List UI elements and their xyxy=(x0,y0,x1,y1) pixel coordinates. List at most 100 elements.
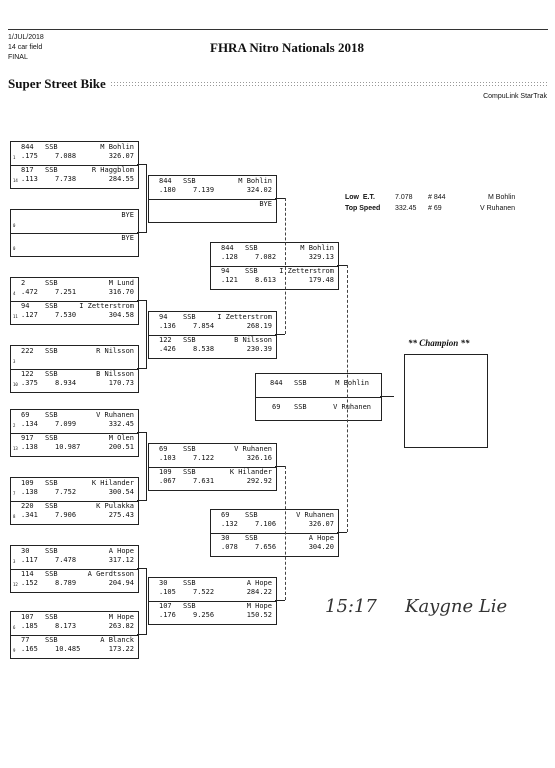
speed: 170.73 xyxy=(108,379,134,387)
elapsed-time: 7.139 xyxy=(193,186,215,194)
bracket-line xyxy=(146,164,147,232)
reaction-time: .165 xyxy=(21,645,38,653)
racer-name: M Bohlin xyxy=(300,244,334,252)
champion-box xyxy=(404,354,488,448)
top-speed-name: V Ruhanen xyxy=(480,205,516,212)
bracket-line xyxy=(337,532,347,533)
speed: 200.51 xyxy=(108,443,134,451)
elapsed-time: 8.173 xyxy=(55,622,77,630)
bracket-dashed-line xyxy=(347,265,348,532)
bracket-line xyxy=(137,300,147,301)
racer-cls: SSB xyxy=(45,613,58,621)
reaction-time: .341 xyxy=(21,511,38,519)
lane-number: 4 xyxy=(13,291,16,296)
speed: 324.02 xyxy=(246,186,272,194)
pair-divider xyxy=(11,569,138,570)
page-title: FHRA Nitro Nationals 2018 xyxy=(210,40,364,55)
handwritten-time: 15:17 xyxy=(325,596,377,617)
elapsed-time: 7.854 xyxy=(193,322,215,330)
racer-num: 30 xyxy=(21,547,30,555)
speed: 292.92 xyxy=(246,477,272,485)
header-date: 1/JUL/2018 xyxy=(8,34,44,41)
lane-number: 12 xyxy=(13,582,18,587)
bracket-line xyxy=(137,368,147,369)
handwritten-signature: Kaygne Lie xyxy=(405,596,508,617)
racer-num: 69 xyxy=(272,403,281,411)
speed: 326.07 xyxy=(108,152,134,160)
run-line: 0 xyxy=(11,220,138,228)
pair-divider xyxy=(11,433,138,434)
bracket-line xyxy=(137,432,147,433)
bracket-line xyxy=(137,634,147,635)
racer-name: V Ruhanen xyxy=(296,511,334,519)
bracket-line xyxy=(137,500,147,501)
racer-cls: SSB xyxy=(45,347,58,355)
top-speed-record: Top Speed xyxy=(345,205,381,212)
racer-cls: SSB xyxy=(45,279,58,287)
class-title: Super Street Bike xyxy=(8,76,106,91)
racer-cls: SSB xyxy=(183,445,196,453)
bracket-line xyxy=(380,396,394,397)
racer-num: 69 xyxy=(159,445,168,453)
reaction-time: .175 xyxy=(21,152,38,160)
bracket-line xyxy=(275,466,285,467)
reaction-time: .113 xyxy=(21,175,38,183)
lane-number: 11 xyxy=(13,314,18,319)
racer-name: A Hope xyxy=(108,547,134,555)
elapsed-time: 7.530 xyxy=(55,311,77,319)
lane-number: 6 xyxy=(13,625,16,630)
elapsed-time: 7.656 xyxy=(255,543,277,551)
racer-num: 222 xyxy=(21,347,34,355)
racer-name: V Ruhanen xyxy=(96,411,134,419)
racer-cls: SSB xyxy=(183,177,196,185)
elapsed-time: 8.789 xyxy=(55,579,77,587)
racer-name: I Zetterstrom xyxy=(217,313,272,321)
pair-divider xyxy=(149,467,276,468)
champion-label: ** Champion ** xyxy=(408,338,470,348)
pair-divider xyxy=(256,397,381,398)
racer-name: R Nilsson xyxy=(96,347,134,355)
racer-name: V Ruhanen xyxy=(234,445,272,453)
elapsed-time: 7.251 xyxy=(55,288,77,296)
reaction-time: .152 xyxy=(21,579,38,587)
racer-name: M Bohlin xyxy=(335,379,369,387)
pair-divider xyxy=(11,501,138,502)
racer-cls: SSB xyxy=(45,570,58,578)
racer-cls: SSB xyxy=(183,579,196,587)
racer-cls: SSB xyxy=(245,534,258,542)
speed: 304.58 xyxy=(108,311,134,319)
racer-line: 30 SSB A Hope xyxy=(11,547,138,555)
elapsed-time: 7.082 xyxy=(255,253,277,261)
racer-name: M Bohlin xyxy=(238,177,272,185)
pair-divider xyxy=(11,233,138,234)
racer-name: M Hope xyxy=(246,602,272,610)
reaction-time: .103 xyxy=(159,454,176,462)
racer-cls: SSB xyxy=(45,547,58,555)
lane-number: 2 xyxy=(13,423,16,428)
racer-name: I Zetterstrom xyxy=(79,302,134,310)
racer-cls: SSB xyxy=(45,143,58,151)
reaction-time: .138 xyxy=(21,443,38,451)
